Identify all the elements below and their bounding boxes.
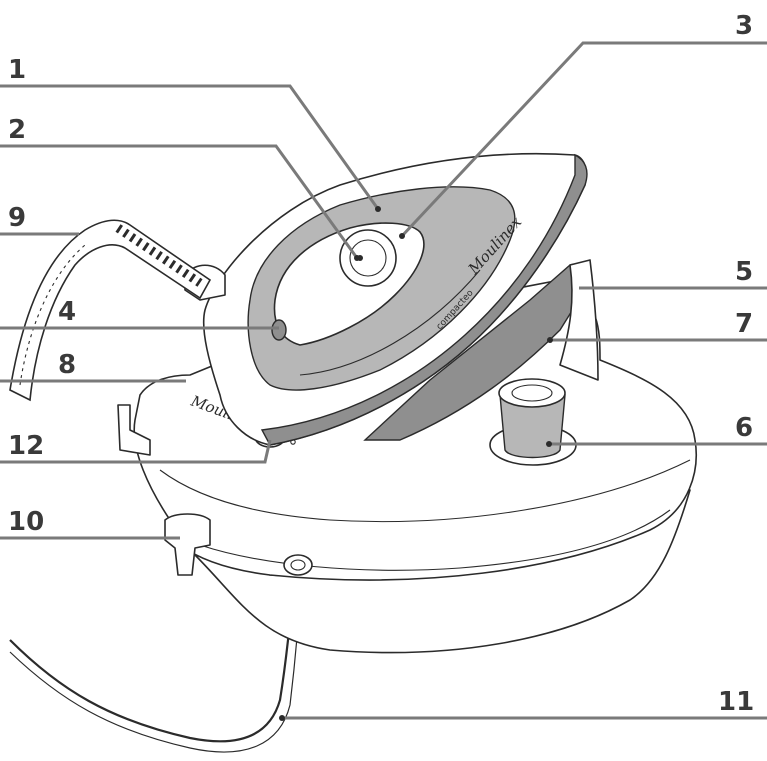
callout-9: 9: [8, 203, 26, 233]
iron-accent-line: [299, 269, 481, 376]
callout-10: 10: [8, 507, 44, 537]
steam-hose-stripe: [19, 244, 86, 386]
base-top-seam: [159, 459, 691, 523]
leader-2: [0, 144, 359, 259]
cord-outlet-inner: [290, 559, 306, 571]
steam-dial: [339, 229, 397, 287]
iron-rest-hook: [117, 404, 151, 456]
callout-7: 7: [735, 309, 753, 339]
knob-top-dial: [511, 384, 553, 402]
leader-dot-6: [546, 441, 552, 447]
callout-11: 11: [718, 687, 754, 717]
steam-dial-inner: [349, 239, 387, 277]
steam-trigger: [271, 319, 287, 341]
cord-outlet: [283, 554, 313, 576]
callout-5: 5: [735, 257, 753, 287]
leader-dot-2: [354, 255, 360, 261]
callout-8: 8: [58, 350, 76, 380]
leader-lines: [0, 41, 767, 720]
callout-2: 2: [8, 115, 26, 145]
steam-hose: [9, 219, 212, 402]
callout-1: 1: [8, 55, 26, 85]
leader-dots: [279, 206, 553, 721]
leader-dot-7: [547, 337, 553, 343]
callout-3: 3: [735, 11, 753, 41]
leader-1: [0, 84, 380, 210]
iron-soleplate: [260, 153, 588, 446]
leader-dot-1: [375, 206, 381, 212]
callout-12: 12: [8, 431, 44, 461]
base-lower-seam: [199, 509, 671, 571]
callout-6: 6: [735, 413, 753, 443]
knob-top: [498, 378, 566, 408]
leader-dot-3: [399, 233, 405, 239]
leader-12: [0, 439, 272, 464]
cord-holder: [164, 513, 211, 576]
leader-3: [400, 41, 767, 238]
steam-hose-texture: [115, 224, 203, 287]
callout-4: 4: [58, 297, 76, 327]
leader-dot-11: [279, 715, 285, 721]
